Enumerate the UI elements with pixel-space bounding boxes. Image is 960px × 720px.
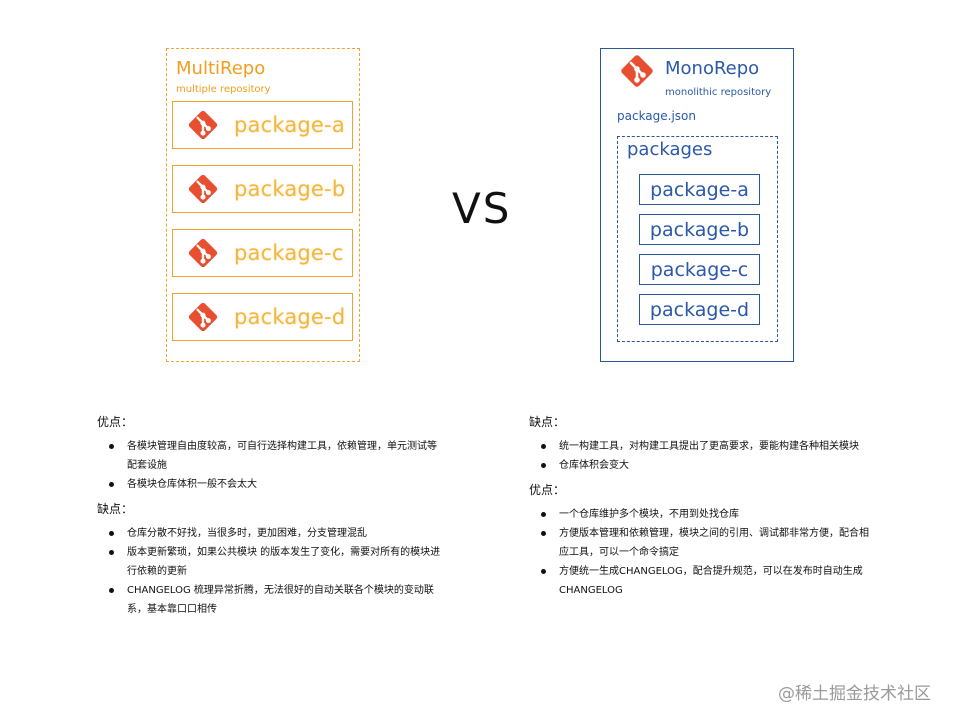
monorepo-subtitle: monolithic repository — [665, 87, 772, 98]
git-icon — [188, 110, 218, 140]
multirepo-package-b: package-b — [172, 165, 353, 213]
monorepo-package-c: package-c — [639, 254, 760, 285]
packages-container — [617, 136, 778, 342]
list-item: 方便版本管理和依赖管理，模块之间的引用、调试都非常方便，配合相应工具，可以一个命… — [541, 524, 869, 562]
cons-heading: 缺点： — [97, 502, 134, 516]
multirepo-container — [166, 48, 360, 362]
git-icon — [188, 302, 218, 332]
list-item: 仓库体积会变大 — [541, 456, 869, 475]
pros-list: 一个仓库维护多个模块，不用到处找仓库 方便版本管理和依赖管理，模块之间的引用、调… — [529, 505, 869, 600]
monorepo-package-b: package-b — [639, 214, 760, 245]
multirepo-title: MultiRepo — [176, 58, 266, 79]
git-icon — [621, 55, 653, 87]
git-icon — [188, 174, 218, 204]
multirepo-notes: 优点： 各模块管理自由度较高，可自行选择构建工具，依赖管理，单元测试等配套设施 … — [97, 413, 442, 625]
monorepo-package-d: package-d — [639, 294, 760, 325]
list-item: 一个仓库维护多个模块，不用到处找仓库 — [541, 505, 869, 524]
monorepo-package-a: package-a — [639, 174, 760, 205]
multirepo-subtitle: multiple repository — [176, 84, 271, 95]
multirepo-package-a: package-a — [172, 101, 353, 149]
package-json-label: package.json — [617, 109, 697, 123]
git-icon — [188, 238, 218, 268]
pros-list: 各模块管理自由度较高，可自行选择构建工具，依赖管理，单元测试等配套设施 各模块仓… — [97, 437, 442, 494]
vs-label: VS — [452, 184, 512, 233]
packages-label: packages — [627, 139, 713, 160]
list-item: 仓库分散不好找，当很多时，更加困难，分支管理混乱 — [109, 524, 442, 543]
package-label: package-b — [234, 177, 346, 201]
monorepo-title: MonoRepo — [665, 58, 760, 79]
watermark: @稀土掘金技术社区 — [778, 684, 931, 704]
pros-heading: 优点： — [529, 483, 566, 497]
list-item: 版本更新繁琐，如果公共模块 的版本发生了变化，需要对所有的模块进行依赖的更新 — [109, 543, 442, 581]
pros-heading: 优点： — [97, 415, 134, 429]
list-item: 方便统一生成CHANGELOG，配合提升规范，可以在发布时自动生成CHANGEL… — [541, 562, 869, 600]
list-item: 各模块管理自由度较高，可自行选择构建工具，依赖管理，单元测试等配套设施 — [109, 437, 442, 475]
list-item: 统一构建工具，对构建工具提出了更高要求，要能构建各种相关模块 — [541, 437, 869, 456]
cons-heading: 缺点： — [529, 415, 566, 429]
list-item: 各模块仓库体积一般不会太大 — [109, 475, 442, 494]
list-item: CHANGELOG 梳理异常折腾，无法很好的自动关联各个模块的变动联系，基本靠口… — [109, 581, 442, 619]
cons-list: 仓库分散不好找，当很多时，更加困难，分支管理混乱 版本更新繁琐，如果公共模块 的… — [97, 524, 442, 619]
multirepo-package-c: package-c — [172, 229, 353, 277]
package-label: package-c — [234, 241, 344, 265]
cons-list: 统一构建工具，对构建工具提出了更高要求，要能构建各种相关模块 仓库体积会变大 — [529, 437, 869, 475]
monorepo-notes: 缺点： 统一构建工具，对构建工具提出了更高要求，要能构建各种相关模块 仓库体积会… — [529, 413, 869, 606]
package-label: package-d — [234, 305, 346, 329]
monorepo-container — [600, 48, 794, 362]
package-label: package-a — [234, 113, 345, 137]
multirepo-package-d: package-d — [172, 293, 353, 341]
